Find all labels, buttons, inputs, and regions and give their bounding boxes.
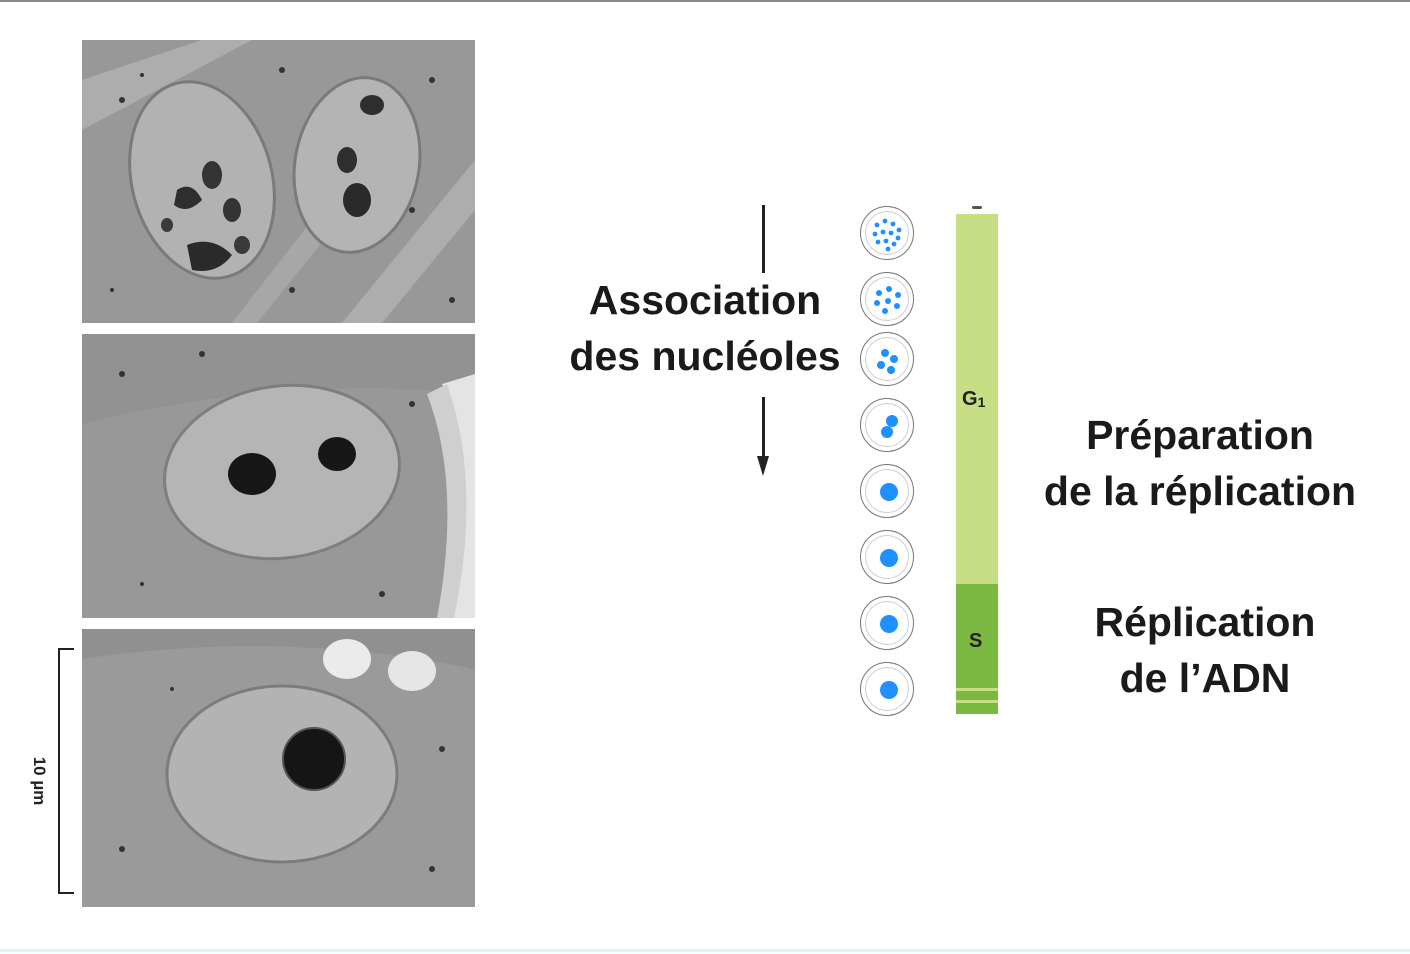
nucleolus-dot (882, 218, 888, 224)
association-line-1: Association (588, 277, 822, 323)
replication-line-1: Réplication (1094, 599, 1316, 645)
arrow-line-top (762, 205, 765, 273)
nucleolus-dot (881, 426, 893, 438)
nucleolus-dot (895, 235, 901, 241)
bottom-border (0, 949, 1410, 952)
nucleolus-dot (880, 615, 898, 633)
nucleolus-dot (886, 415, 898, 427)
nucleolus-dot (880, 681, 898, 699)
phase-s-segment (956, 584, 998, 714)
replication-label: Réplication de l’ADN (1060, 594, 1350, 706)
nucleolus-dot (887, 366, 895, 374)
preparation-line-2: de la réplication (1043, 468, 1357, 514)
preparation-line-1: Préparation (1086, 412, 1314, 458)
nucleolus-dot (890, 355, 898, 363)
nucleolus-dot (882, 308, 888, 314)
scale-bar (58, 648, 74, 894)
phase-g1-label: G1 (962, 388, 986, 410)
nucleolus-dot (886, 286, 892, 292)
preparation-label: Préparation de la réplication (1020, 407, 1380, 519)
nucleolus-dot (895, 292, 901, 298)
cell-cycle-phase-bar (956, 214, 998, 714)
cell-stage-column (860, 206, 916, 718)
nucleolus-dot (874, 222, 880, 228)
nucleolus-dot (880, 229, 886, 235)
micrograph-two-nucleoli (82, 334, 475, 618)
phase-stripe (956, 700, 998, 703)
nucleolus-dot (876, 290, 882, 296)
nucleolus-dot (896, 227, 902, 233)
phase-bar-cap (972, 206, 982, 209)
cell-stage-circle (860, 398, 914, 452)
cell-stage-circle (860, 464, 914, 518)
nucleolus-dot (881, 349, 889, 357)
cell-stage-circle (860, 662, 914, 716)
replication-line-2: de l’ADN (1119, 655, 1291, 701)
nucleolus-dot (875, 239, 881, 245)
cell-stage-circle (860, 206, 914, 260)
arrow-down-icon (757, 456, 769, 476)
nucleolus-dot (880, 549, 898, 567)
cell-stage-circle (860, 272, 914, 326)
association-line-2: des nucléoles (569, 333, 841, 379)
phase-stripe (956, 688, 998, 691)
scale-label: 10 µm (30, 756, 49, 806)
nucleolus-dot (888, 230, 894, 236)
nucleolus-dot (872, 231, 878, 237)
nucleolus-dot (874, 300, 880, 306)
phase-s-label: S (969, 630, 983, 652)
top-border (0, 0, 1410, 2)
nucleolus-dot (890, 221, 896, 227)
nucleolus-dot (894, 303, 900, 309)
arrow-line-bottom (762, 397, 765, 459)
nucleolus-dot (883, 238, 889, 244)
micrograph-single-nucleolus (82, 629, 475, 907)
nucleolus-dot (880, 483, 898, 501)
phase-g1-segment (956, 214, 998, 584)
micrograph-many-nucleoli (82, 40, 475, 323)
cell-stage-circle (860, 530, 914, 584)
nucleolus-dot (891, 241, 897, 247)
cell-stage-circle (860, 332, 914, 386)
cell-stage-circle (860, 596, 914, 650)
nucleolus-dot (885, 246, 891, 252)
nucleolus-dot (885, 298, 891, 304)
association-label: Association des nucléoles (550, 272, 860, 384)
nucleolus-dot (877, 361, 885, 369)
